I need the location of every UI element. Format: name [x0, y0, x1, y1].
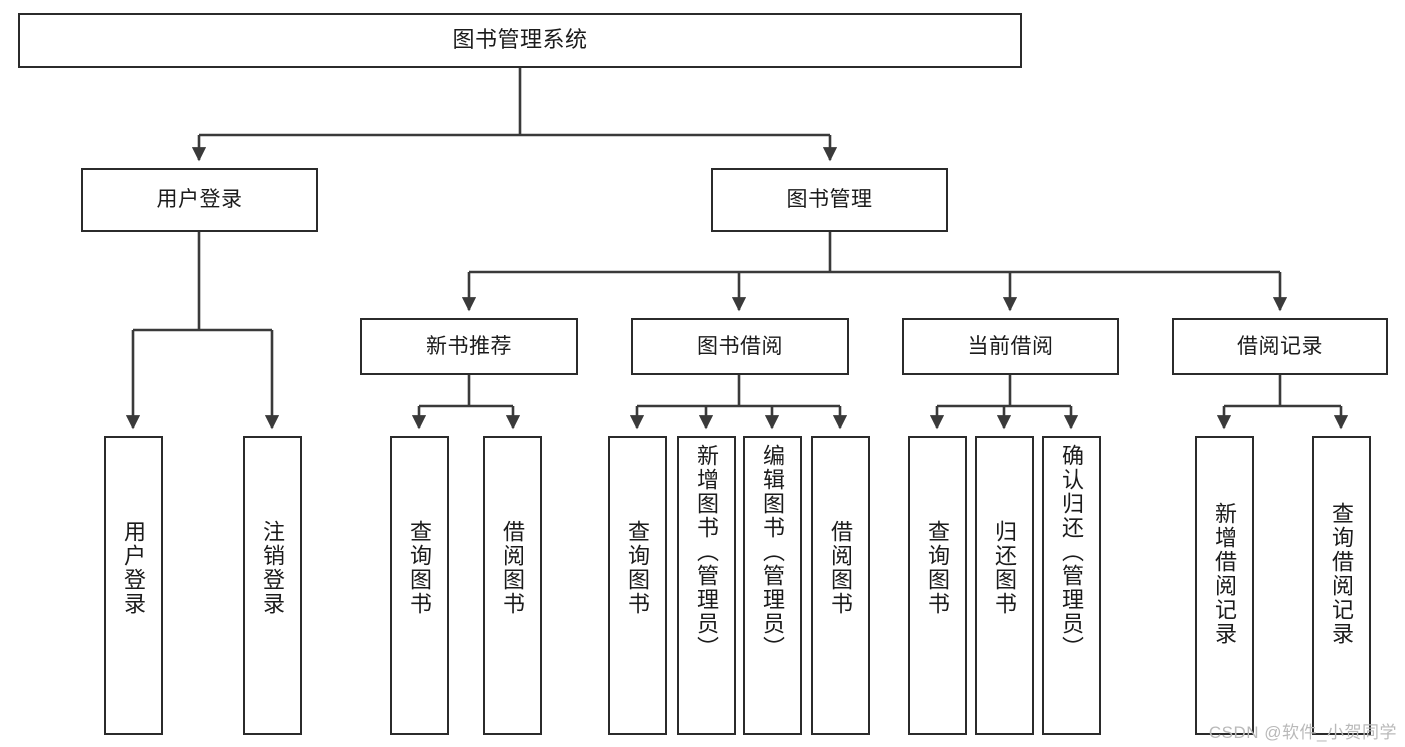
node-label: 借阅记录: [1237, 334, 1323, 358]
node-label: 新书推荐: [426, 334, 512, 358]
node-label: 借阅图书: [828, 520, 854, 616]
leaf-query-record[interactable]: 查询借阅记录: [1312, 436, 1371, 735]
node-label: 用户登录: [156, 188, 243, 212]
leaf-edit-book[interactable]: 编辑图书（管理员）: [743, 436, 802, 735]
node-new-book-rec[interactable]: 新书推荐: [360, 318, 578, 375]
node-label: 查询借阅记录: [1329, 502, 1355, 646]
leaf-add-record[interactable]: 新增借阅记录: [1195, 436, 1254, 735]
node-label: 新增图书（管理员）: [694, 444, 720, 660]
leaf-borrow-book-2[interactable]: 借阅图书: [811, 436, 870, 735]
node-label: 借阅图书: [500, 520, 526, 616]
leaf-confirm-return[interactable]: 确认归还（管理员）: [1042, 436, 1101, 735]
node-label: 图书管理系统: [452, 27, 588, 53]
leaf-query-book-1[interactable]: 查询图书: [390, 436, 449, 735]
node-label: 用户登录: [121, 520, 147, 616]
node-label: 图书管理: [786, 188, 873, 212]
node-label: 编辑图书（管理员）: [760, 444, 786, 660]
node-label: 新增借阅记录: [1212, 502, 1238, 646]
leaf-user-login[interactable]: 用户登录: [104, 436, 163, 735]
node-label: 查询图书: [625, 520, 651, 616]
leaf-logout[interactable]: 注销登录: [243, 436, 302, 735]
leaf-return-book[interactable]: 归还图书: [975, 436, 1034, 735]
node-book-manage[interactable]: 图书管理: [711, 168, 948, 232]
leaf-add-book[interactable]: 新增图书（管理员）: [677, 436, 736, 735]
node-user-login[interactable]: 用户登录: [81, 168, 318, 232]
node-borrow-record[interactable]: 借阅记录: [1172, 318, 1388, 375]
node-label: 查询图书: [407, 520, 433, 616]
leaf-query-book-3[interactable]: 查询图书: [908, 436, 967, 735]
node-current-borrow[interactable]: 当前借阅: [902, 318, 1119, 375]
leaf-borrow-book-1[interactable]: 借阅图书: [483, 436, 542, 735]
node-root-system[interactable]: 图书管理系统: [18, 13, 1022, 68]
node-label: 归还图书: [992, 520, 1018, 616]
node-label: 查询图书: [925, 520, 951, 616]
node-label: 图书借阅: [697, 334, 783, 358]
leaf-query-book-2[interactable]: 查询图书: [608, 436, 667, 735]
node-book-borrow[interactable]: 图书借阅: [631, 318, 849, 375]
node-label: 注销登录: [260, 520, 286, 616]
node-label: 当前借阅: [967, 334, 1054, 358]
node-label: 确认归还（管理员）: [1059, 444, 1085, 660]
